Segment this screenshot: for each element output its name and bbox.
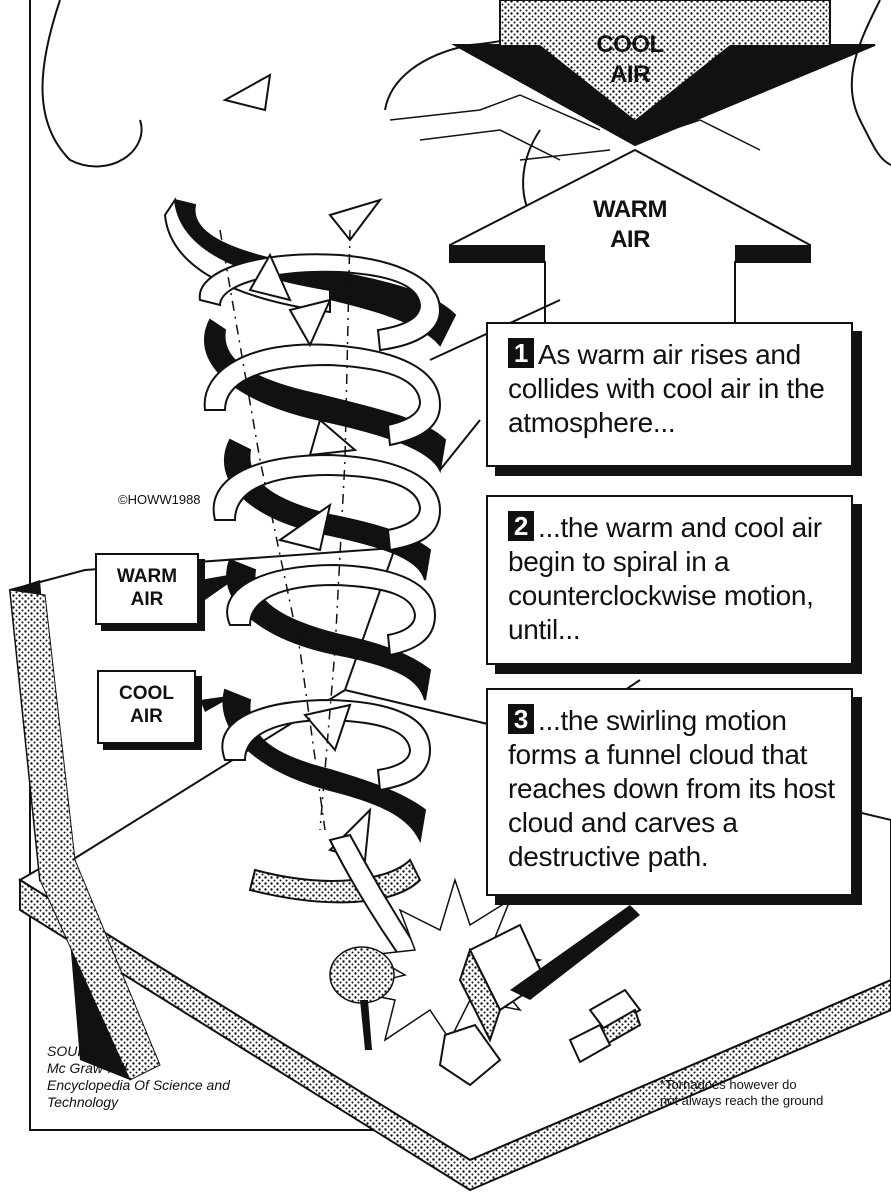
air-word: AIR [97, 588, 197, 611]
source-title: Encyclopedia Of Science and [47, 1077, 230, 1094]
cool-word: COOL [580, 30, 680, 60]
step-text: ...the warm and cool air begin to spiral… [508, 512, 822, 645]
footnote-line-1: *Tornadoes however do [660, 1077, 823, 1093]
warm-word: WARM [97, 565, 197, 588]
copyright-text: ©HOWW1988 [118, 492, 201, 508]
source-publisher: Mc Graw-Hill [47, 1060, 230, 1077]
step-text: As warm air rises and collides with cool… [508, 339, 825, 438]
air-word: AIR [580, 60, 680, 90]
air-word: AIR [99, 705, 194, 728]
step-number: 3 [508, 704, 534, 734]
footnote-line-2: not always reach the ground [660, 1093, 823, 1109]
source-credit: SOURCE Mc Graw-Hill Encyclopedia Of Scie… [47, 1043, 230, 1111]
top-cool-air-label: COOL AIR [580, 30, 680, 90]
warm-word: WARM [580, 195, 680, 225]
step-3-box: 3...the swirling motion forms a funnel c… [486, 688, 853, 896]
step-2-box: 2...the warm and cool air begin to spira… [486, 495, 853, 665]
cool-word: COOL [99, 682, 194, 705]
source-heading: SOURCE [47, 1043, 230, 1060]
footnote: *Tornadoes however do not always reach t… [660, 1077, 823, 1109]
step-number: 1 [508, 338, 534, 368]
air-word: AIR [580, 225, 680, 255]
warm-air-side-label: WARM AIR [95, 553, 199, 625]
step-number: 2 [508, 511, 534, 541]
cool-air-side-label: COOL AIR [97, 670, 196, 744]
top-warm-air-label: WARM AIR [580, 195, 680, 255]
source-title-cont: Technology [47, 1094, 230, 1111]
step-text: ...the swirling motion forms a funnel cl… [508, 705, 835, 872]
